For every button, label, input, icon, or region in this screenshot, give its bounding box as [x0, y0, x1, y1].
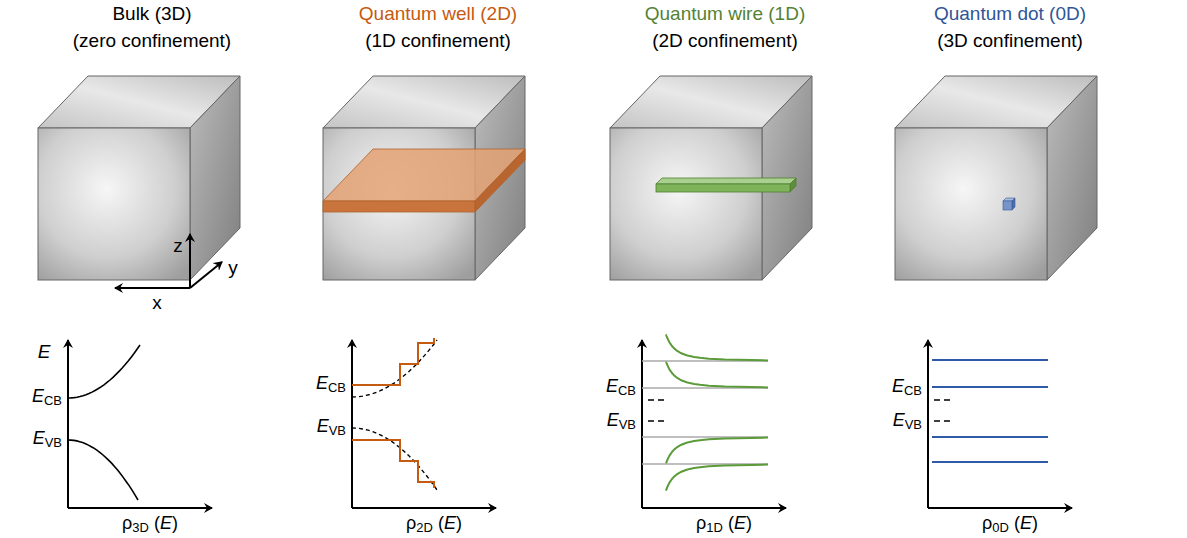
axis-name: z	[173, 235, 183, 257]
dos-axis-label: ρ1D (E)	[696, 513, 752, 536]
quantum-wire-bar	[656, 178, 796, 192]
band-edge-marker	[934, 400, 954, 421]
coordinate-axes	[115, 234, 222, 288]
band-edge-label: ECB	[32, 386, 62, 409]
conduction-band-dos	[68, 345, 140, 398]
column-title: Bulk (3D)	[112, 3, 191, 25]
column-subtitle: (1D confinement)	[365, 30, 511, 52]
column-title: Quantum dot (0D)	[934, 3, 1086, 25]
column-subtitle: (2D confinement)	[652, 30, 798, 52]
plot-axes	[68, 340, 1072, 508]
bulk-cube	[38, 76, 240, 280]
band-edge-label: ECB	[316, 373, 346, 396]
dos-curves	[68, 334, 1048, 500]
subband-dos-peak	[666, 465, 768, 491]
quantum-well-slab	[323, 149, 525, 212]
dot-cube	[895, 76, 1097, 280]
column-subtitle: (3D confinement)	[937, 30, 1083, 52]
bulk-dos-reference	[352, 340, 437, 397]
discrete-levels	[932, 360, 1048, 462]
subband-dos-peak	[666, 334, 768, 360]
band-edge-label: EVB	[33, 428, 62, 451]
axis-name: x	[152, 292, 162, 314]
dos-axis-label: ρ2D (E)	[406, 513, 462, 536]
well-cube	[323, 76, 525, 280]
column-title: Quantum wire (1D)	[645, 3, 806, 25]
bulk-dos-reference	[352, 428, 437, 490]
column-title: Quantum well (2D)	[359, 3, 517, 25]
energy-axis-label: E	[38, 341, 51, 363]
band-edge-marker	[648, 400, 668, 421]
valence-band-dos	[68, 440, 138, 500]
subband-dos-peak	[666, 438, 768, 464]
band-edge-label: ECB	[892, 376, 922, 399]
subband-dos-peak	[666, 361, 768, 387]
band-edge-label: EVB	[317, 416, 346, 439]
dos-axis-label: ρ0D (E)	[982, 513, 1038, 536]
dos-axis-label: ρ3D (E)	[122, 513, 178, 536]
conduction-steps	[352, 338, 434, 385]
axis-name: y	[228, 257, 238, 279]
wire-cube	[610, 76, 812, 280]
column-subtitle: (zero confinement)	[73, 30, 231, 52]
quantum-dot-cube	[1003, 198, 1015, 210]
band-edge-label: EVB	[607, 410, 636, 433]
valence-steps	[352, 440, 434, 488]
band-edge-label: ECB	[606, 376, 636, 399]
band-edge-label: EVB	[893, 410, 922, 433]
